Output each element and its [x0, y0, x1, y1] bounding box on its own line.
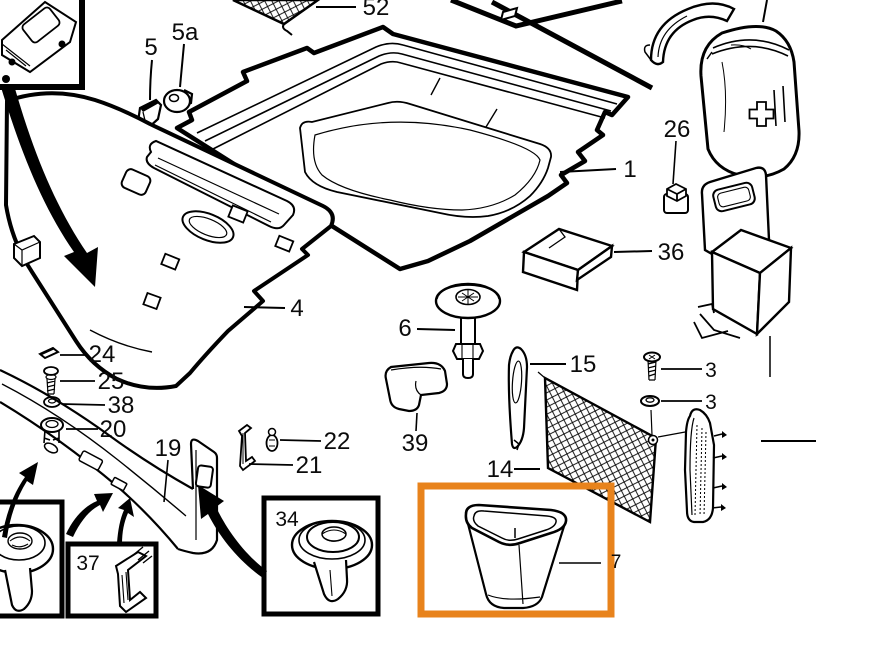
part-label-14: 14	[487, 456, 514, 483]
part-washer-right: 3	[640, 391, 717, 414]
part-clip-5: 5	[136, 34, 163, 131]
arrow-pushpin-to-sill-mid	[66, 493, 113, 537]
part-label-5a: 5a	[172, 19, 199, 46]
highlight-box[interactable]	[417, 482, 615, 618]
part-knob-6: 6	[398, 282, 502, 380]
part-clip-26: 26	[663, 116, 691, 214]
part-compartment-box	[693, 166, 794, 377]
part-clip-5a: 5a	[162, 19, 199, 114]
inset-box-topleft	[0, 0, 85, 90]
arrow-pushpin-to-sill-left	[2, 462, 38, 538]
part-sill-trim-19: 19	[0, 369, 219, 555]
part-label-39: 39	[402, 430, 429, 457]
leader-6	[416, 328, 456, 331]
part-net-52: 52	[232, 0, 390, 36]
leader-4	[243, 306, 286, 309]
part-side-panel-4: 4	[4, 91, 335, 390]
part-label-21: 21	[296, 452, 323, 479]
part-block-36: 36	[521, 227, 685, 292]
first-aid-cross-icon	[748, 101, 775, 127]
leader-39	[415, 412, 418, 432]
part-first-aid-bag	[699, 0, 801, 179]
part-highlighted-bin	[464, 503, 601, 610]
leader-bag	[762, 0, 768, 23]
part-label-34: 34	[275, 508, 299, 531]
part-cargo-net-14: 14	[487, 371, 697, 524]
part-bracket-21: 21	[237, 423, 323, 479]
leader-19	[163, 459, 169, 503]
part-trim-39: 39	[384, 361, 449, 457]
part-label-19: 19	[155, 435, 182, 462]
arrow-34-to-sill	[198, 485, 267, 578]
part-label-15: 15	[570, 351, 597, 378]
inset-box-pushpin-left	[0, 499, 65, 619]
part-screw-25: 25	[43, 366, 125, 395]
part-shelf-fragment	[450, 0, 654, 91]
arrow-inset-to-panel	[0, 78, 98, 287]
leader-21	[248, 463, 294, 466]
part-washer-38: 38	[43, 392, 135, 419]
part-label-26: 26	[664, 116, 691, 143]
part-label-25: 25	[98, 368, 125, 395]
part-curved-bracket	[643, 2, 736, 66]
part-floor-mat	[174, 24, 631, 272]
part-label-6: 6	[398, 315, 411, 342]
part-label-36: 36	[658, 239, 685, 266]
leader-36	[613, 250, 653, 253]
part-label-4: 4	[290, 295, 303, 322]
part-plate-24: 24	[38, 341, 116, 368]
part-screw-right: 3	[643, 351, 717, 382]
leader-1	[559, 168, 617, 173]
leader-22	[279, 439, 322, 442]
part-label-screw-right: 3	[705, 359, 717, 382]
part-label-22: 22	[324, 428, 351, 455]
part-label-washer-right: 3	[705, 391, 717, 414]
inset-box-34: 34	[261, 495, 381, 617]
part-label-5: 5	[144, 34, 157, 61]
part-label-24: 24	[89, 341, 116, 368]
arrow-37-to-sill	[117, 498, 134, 544]
part-label-38: 38	[108, 392, 135, 419]
part-right-strip	[683, 408, 816, 524]
part-grommet-20: 20	[40, 416, 126, 444]
part-strip-15: 15	[507, 346, 597, 451]
part-label-bin: 7	[611, 552, 622, 573]
part-grommet-22: 22	[265, 427, 351, 455]
inset-box-37: 37	[65, 541, 159, 619]
leader-38	[61, 403, 106, 406]
part-label-1: 1	[623, 156, 636, 183]
part-label-52: 52	[363, 0, 390, 21]
part-label-37: 37	[76, 552, 99, 575]
